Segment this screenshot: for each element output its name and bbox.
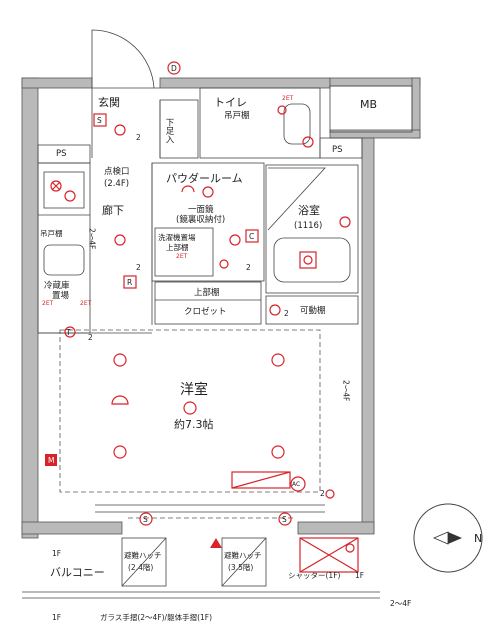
label-ps-left: PS — [56, 149, 67, 159]
label-entrance: 玄関 — [98, 95, 120, 109]
s-box-2 — [139, 512, 153, 526]
compass-north-label: N — [474, 532, 482, 545]
label-bathroom: 浴室 — [298, 203, 320, 217]
label-hatch2-floor: (3.5階) — [228, 562, 253, 572]
label-1f-c: 1F — [52, 613, 61, 622]
label-shoe-storage: 下足入 — [164, 118, 174, 144]
r-symbol: R — [127, 278, 132, 287]
m-box — [45, 454, 57, 466]
sink — [43, 244, 85, 276]
s-symbol-2: S — [143, 515, 148, 524]
label-washer-2: 上部棚 — [166, 242, 189, 252]
label-western-room: 洋室 — [180, 381, 208, 398]
c-box — [245, 229, 259, 243]
western-room-outline — [59, 329, 321, 493]
s-symbol-3: S — [282, 515, 287, 524]
label-inspection: 点検口 — [104, 166, 130, 177]
label-western-size: 約7.3帖 — [174, 417, 214, 431]
d-symbol-box — [167, 61, 181, 75]
label-powder-room: パウダールーム — [166, 171, 243, 185]
label-movable-shelf: 可動棚 — [300, 305, 326, 316]
label-mirror-2: (鏡裏収納付) — [176, 214, 225, 225]
num-2-a: 2 — [136, 133, 141, 142]
num-2-e: 2 — [320, 489, 325, 498]
et-symbol-3: 2ET — [80, 300, 92, 307]
toilet-fixture — [277, 103, 311, 145]
label-railing: ガラス手摺(2～4F)/躯体手摺(1F) — [100, 612, 212, 622]
et-symbol-2: 2ET — [42, 300, 54, 307]
compass — [413, 503, 483, 573]
c-symbol: C — [249, 232, 254, 241]
label-1f-b: 1F — [355, 571, 364, 580]
label-mb: MB — [360, 98, 377, 111]
num-2-f: 2 — [284, 309, 289, 318]
et-symbol-1: 2ET — [282, 95, 294, 102]
tv-symbol: T — [65, 328, 71, 337]
num-2-c: 2 — [88, 333, 93, 342]
balcony-arrow — [210, 538, 222, 548]
label-hatch2: 避難ハッチ — [224, 550, 262, 560]
label-shutter: シャッター(1F) — [288, 571, 341, 580]
stove — [43, 171, 85, 209]
label-toilet: トイレ — [214, 96, 247, 109]
label-toilet-cabinet: 吊戸棚 — [224, 110, 250, 121]
label-mirror-1: 一面鏡 — [188, 204, 214, 215]
label-ps-right: PS — [332, 145, 343, 155]
label-closet: クロゼット — [184, 306, 227, 317]
shutter-box — [299, 537, 359, 573]
num-2-d: 2 — [246, 263, 251, 272]
label-fridge-area: 置場 — [52, 290, 70, 301]
label-upper-shelf: 上部棚 — [194, 287, 220, 298]
num-2-b: 2 — [136, 263, 141, 272]
outlet-mark — [111, 395, 129, 405]
walls — [21, 77, 421, 539]
r-box — [123, 275, 137, 289]
label-bathroom-size: (1116) — [294, 221, 322, 231]
label-hatch1-floor: (2.4階) — [128, 562, 153, 572]
compass-needle-icon — [448, 532, 462, 544]
s-box-1 — [93, 113, 107, 127]
label-fridge: 冷蔵庫 — [44, 280, 70, 291]
label-balcony: バルコニー — [50, 566, 105, 579]
label-western-note: 2～4F — [342, 380, 351, 401]
d-symbol: D — [171, 64, 177, 73]
hatch2-box — [221, 537, 267, 587]
s-box-3 — [278, 512, 292, 526]
label-hatch1: 避難ハッチ — [124, 550, 162, 560]
bathtub — [273, 237, 351, 283]
label-corridor: 廊下 — [102, 203, 124, 217]
entrance-door[interactable] — [91, 29, 160, 89]
hatch1-box — [121, 537, 167, 587]
lights — [64, 124, 355, 553]
partitions — [37, 85, 413, 334]
et-symbol-4: 2ET — [176, 253, 188, 260]
ac-circle — [290, 476, 306, 492]
bath-door — [267, 167, 326, 231]
label-24f: 2～4F — [390, 599, 411, 608]
ac-unit — [231, 471, 291, 489]
label-washer-1: 洗濯機置場 — [158, 232, 196, 242]
label-1f-a: 1F — [52, 549, 61, 558]
label-kitchen-cabinet: 吊戸棚 — [40, 228, 63, 238]
m-symbol: M — [48, 456, 54, 465]
ac-symbol: AC — [292, 481, 300, 488]
label-corridor-note: 2～4F — [88, 228, 97, 249]
label-inspection-floor: (2.4F) — [104, 179, 129, 189]
s-symbol-1: S — [97, 116, 102, 125]
